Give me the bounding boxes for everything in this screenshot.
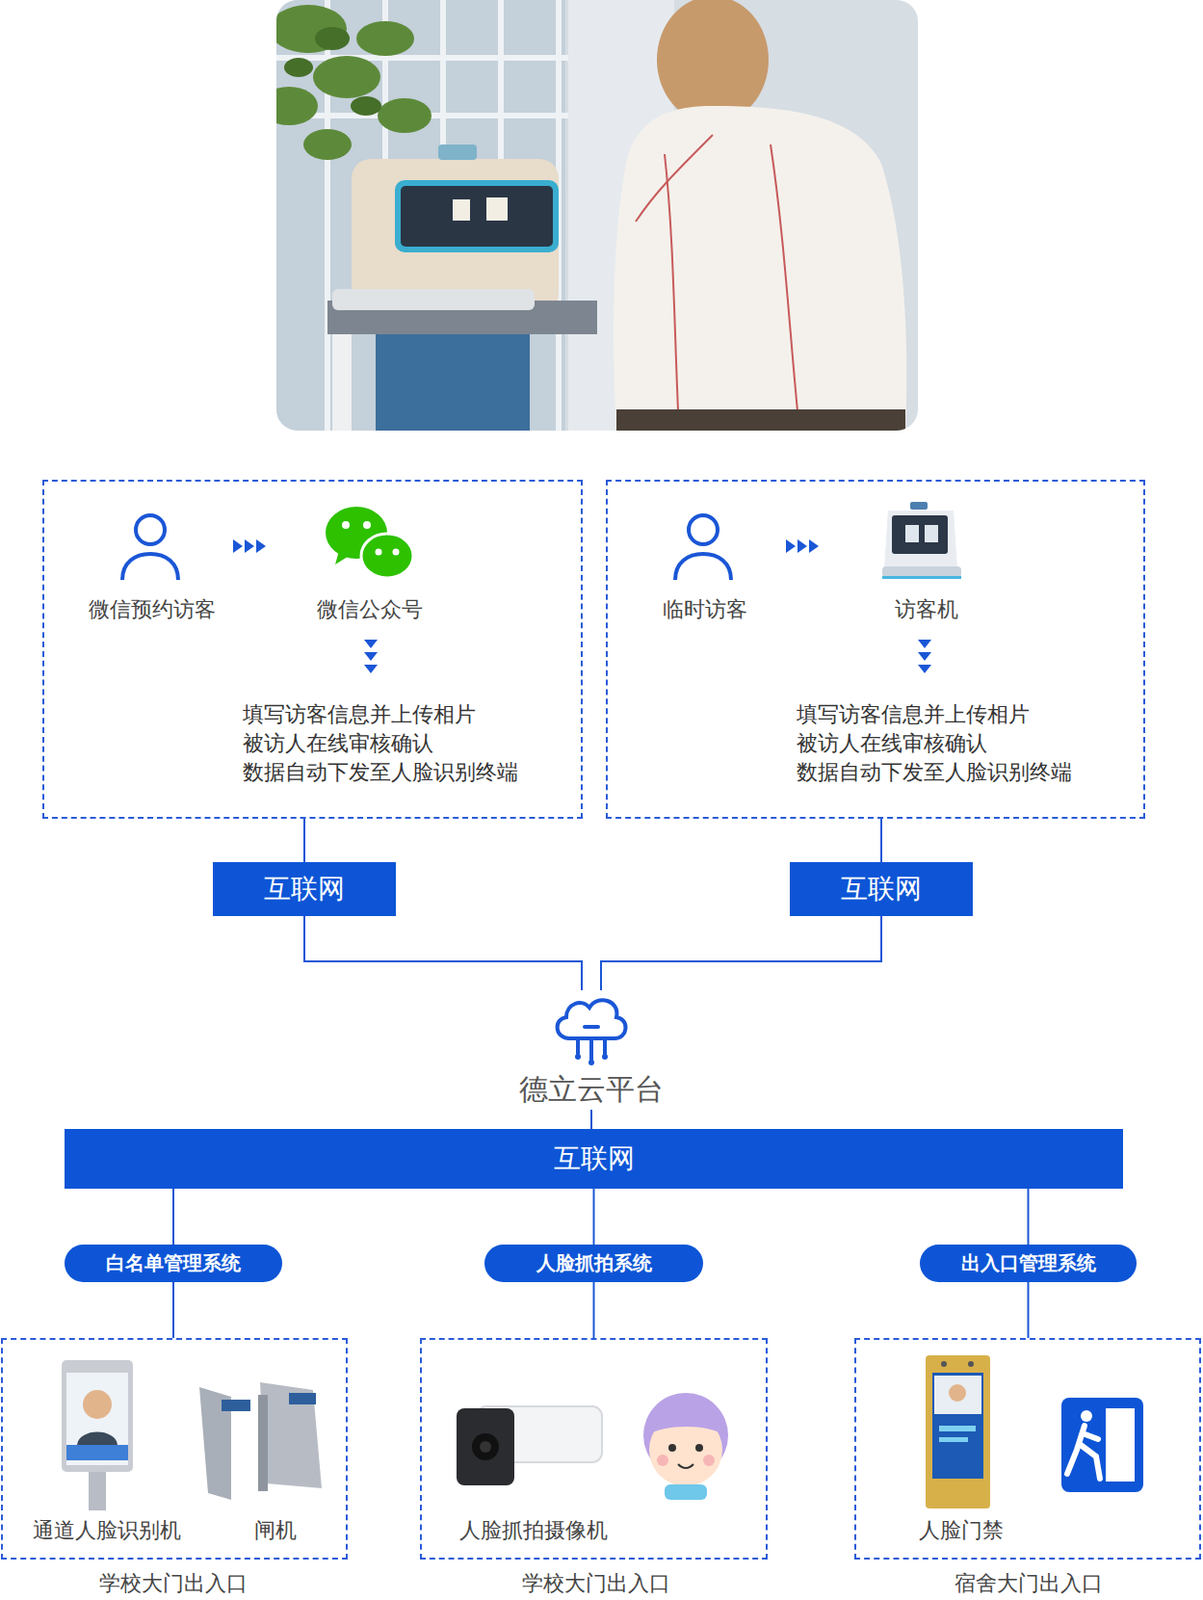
network-band: 互联网	[64, 1128, 1124, 1189]
person-icon	[122, 515, 179, 580]
kiosk-icon	[882, 501, 962, 579]
connector-line	[1027, 1281, 1030, 1338]
dashed-panel: 临时访客 访客机填写访客信息并上传相片 被访人在线审核确认 数据自动下发至人脸识别…	[605, 479, 1146, 819]
connector-line	[304, 915, 582, 991]
camera-icon	[456, 1406, 602, 1486]
connector-line	[1027, 1188, 1030, 1245]
caption-text: 人脸抓拍摄像机	[459, 1516, 608, 1545]
connector-line	[601, 915, 882, 991]
connector-line	[172, 1188, 175, 1245]
network-box: 互联网	[212, 862, 396, 916]
box-label: 白名单管理系统	[105, 1250, 241, 1277]
person-icon	[675, 515, 732, 580]
caption-text: 学校大门出入口	[99, 1569, 248, 1598]
gate-icon	[199, 1382, 322, 1500]
box-label: 人脸抓拍系统	[536, 1250, 653, 1277]
connector-line	[172, 1281, 175, 1338]
box-label: 互联网	[263, 870, 345, 908]
connector-line	[303, 818, 306, 863]
scene	[276, 0, 918, 431]
dashed-panel: 微信预约访客 微信公众号填写访客信息并上传相片 被访人在线审核确认 数据自动下发至…	[42, 479, 583, 819]
box-label: 出入口管理系统	[961, 1250, 1097, 1277]
exit-sign-icon	[1061, 1397, 1144, 1492]
network-box: 互联网	[789, 862, 973, 916]
platform-label: 德立云平台	[519, 1072, 664, 1106]
connector-line	[880, 818, 883, 863]
caption-text: 通道人脸识别机	[32, 1516, 182, 1545]
face-terminal-icon	[61, 1359, 133, 1511]
wechat-icon	[325, 506, 414, 578]
connector-line	[590, 1109, 593, 1129]
device-panel: 人脸抓拍摄像机学校大门出入口	[419, 1337, 768, 1560]
system-pill: 白名单管理系统	[64, 1244, 283, 1282]
caption-text: 临时访客	[662, 595, 748, 625]
description-text: 填写访客信息并上传相片 被访人在线审核确认 数据自动下发至人脸识别终端	[242, 700, 576, 787]
child-icon	[643, 1392, 729, 1500]
connector-line	[593, 1281, 596, 1338]
caption-text: 微信公众号	[316, 595, 423, 625]
device-panel: 通道人脸识别机闸机学校大门出入口	[0, 1337, 348, 1560]
description-text: 填写访客信息并上传相片 被访人在线审核确认 数据自动下发至人脸识别终端	[796, 700, 1129, 787]
box-label: 互联网	[553, 1140, 635, 1177]
caption-text: 闸机	[254, 1516, 297, 1545]
system-pill: 出入口管理系统	[919, 1244, 1137, 1282]
caption-text: 宿舍大门出入口	[954, 1569, 1103, 1598]
box-label: 互联网	[840, 870, 922, 908]
caption-text: 学校大门出入口	[522, 1569, 671, 1598]
connector-line	[593, 1188, 596, 1245]
device-panel: 人脸门禁宿舍大门出入口	[854, 1337, 1202, 1560]
caption-text: 微信预约访客	[88, 595, 216, 625]
cloud-node: 德立云平台	[514, 990, 669, 1110]
cloud-icon	[557, 999, 627, 1060]
caption-text: 访客机	[894, 595, 959, 625]
system-pill: 人脸抓拍系统	[484, 1244, 704, 1282]
door-access-icon	[925, 1355, 991, 1509]
caption-text: 人脸门禁	[918, 1516, 1004, 1545]
